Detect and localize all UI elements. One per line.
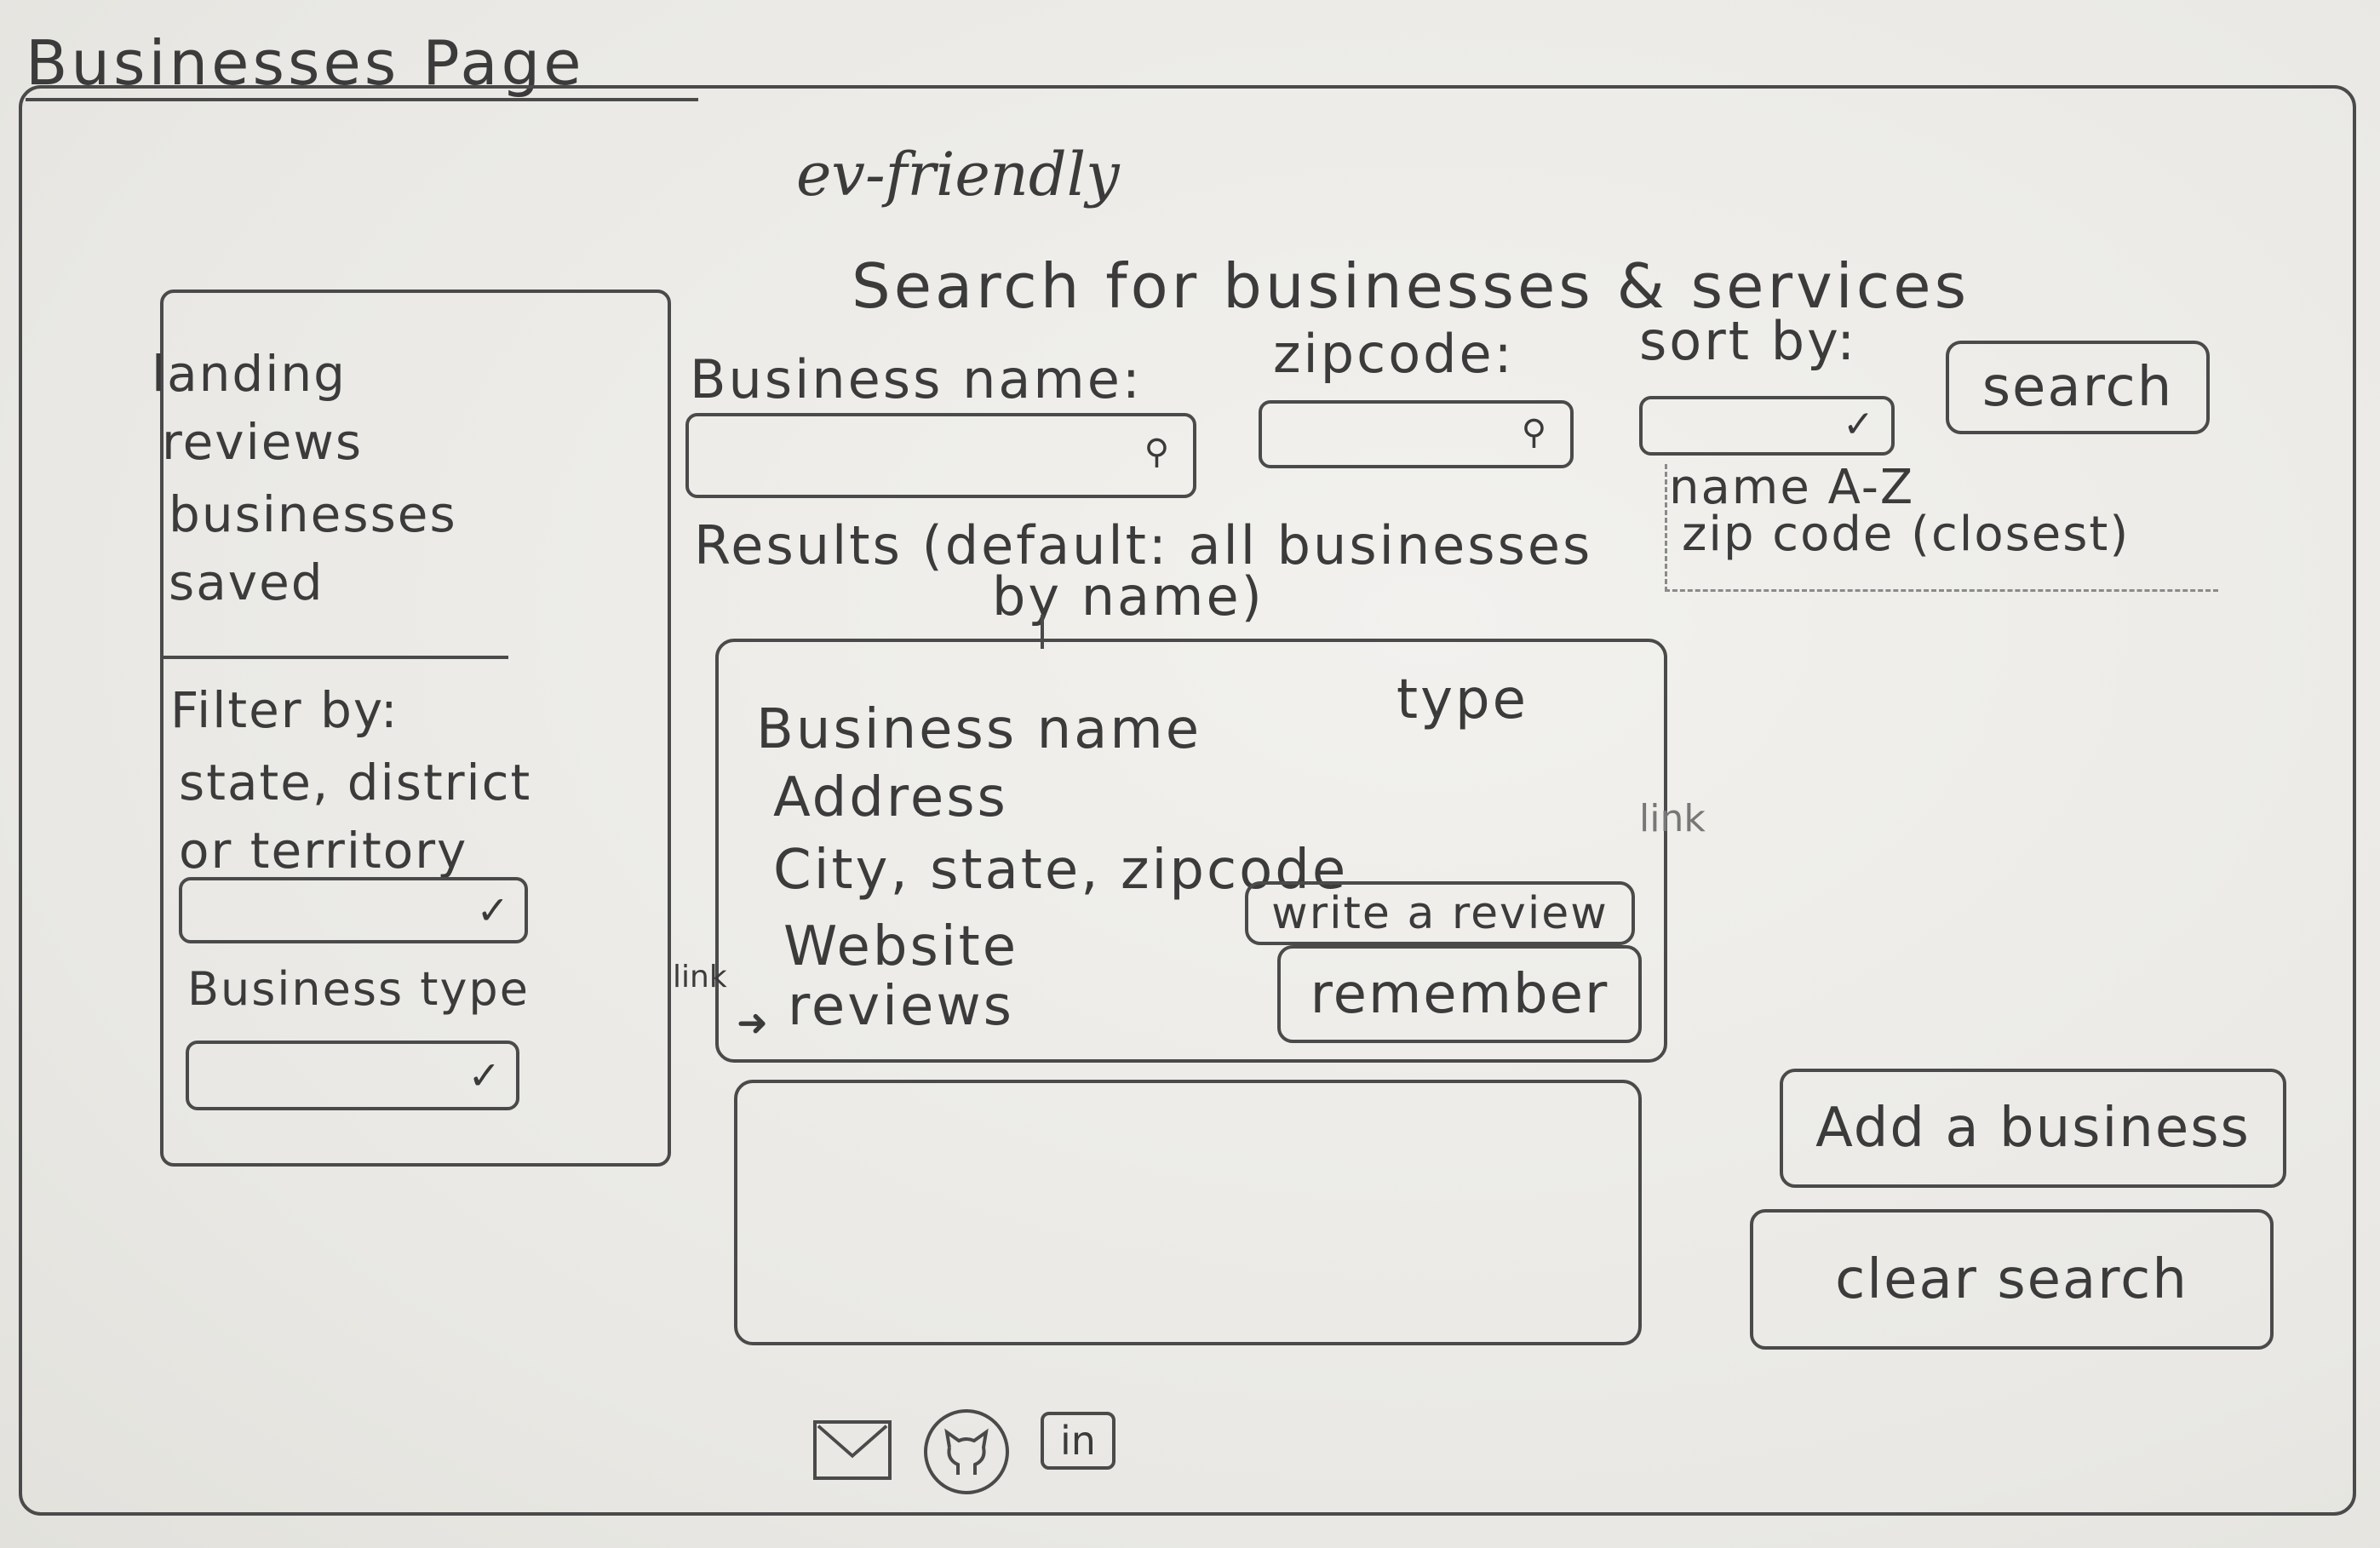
linkedin-icon[interactable]: in [1041, 1412, 1115, 1470]
chevron-down-icon: ✓ [476, 887, 509, 933]
chevron-down-icon: ✓ [467, 1052, 501, 1098]
sidebar-item-saved[interactable]: saved [169, 553, 324, 611]
write-review-button[interactable]: write a review [1245, 881, 1635, 945]
card-business-type: type [1396, 668, 1528, 731]
brand-logo[interactable]: ev-friendly [796, 140, 1120, 209]
sidebar-divider [163, 656, 508, 659]
sidebar-item-businesses[interactable]: businesses [169, 485, 457, 543]
clear-search-button[interactable]: clear search [1750, 1209, 2274, 1350]
search-icon: ⚲ [1521, 413, 1546, 452]
remember-button[interactable]: remember [1277, 945, 1642, 1043]
card-address: Address [773, 766, 1008, 829]
chevron-down-icon: ✓ [1843, 403, 1874, 446]
zipcode-label: zipcode: [1273, 323, 1515, 385]
business-name-label: Business name: [690, 348, 1143, 410]
result-card [734, 1080, 1642, 1345]
sidebar-item-reviews[interactable]: reviews [162, 413, 364, 471]
page-title: Businesses Page [26, 27, 585, 99]
sort-options-list [1665, 464, 2218, 592]
sidebar-item-landing[interactable]: landing [152, 345, 347, 403]
arrow-right-icon: ➜ [737, 1001, 768, 1045]
search-icon: ⚲ [1144, 433, 1169, 472]
business-type-select[interactable]: ✓ [186, 1041, 519, 1110]
github-icon-glyph [944, 1428, 989, 1475]
add-business-button[interactable]: Add a business [1780, 1069, 2286, 1188]
card-reviews-link[interactable]: reviews [788, 975, 1014, 1038]
zipcode-input[interactable]: ⚲ [1259, 400, 1574, 468]
sort-option-zip[interactable]: zip code (closest) [1682, 507, 2131, 562]
results-pointer [1041, 615, 1044, 649]
result-card [715, 639, 1667, 1063]
state-filter-select[interactable]: ✓ [179, 877, 528, 943]
link-annotation-left: link [673, 960, 727, 995]
filter-label: Filter by: [170, 681, 399, 739]
business-type-label: Business type [187, 962, 530, 1016]
sort-by-label: sort by: [1639, 310, 1858, 372]
sidebar [160, 290, 671, 1167]
business-name-input[interactable]: ⚲ [685, 413, 1196, 498]
browser-frame [19, 85, 2356, 1516]
filter-label-territory: or territory [179, 822, 468, 880]
linkedin-icon-text: in [1060, 1418, 1096, 1464]
sort-by-select[interactable]: ✓ [1639, 396, 1895, 456]
sort-option-name[interactable]: name A-Z [1669, 460, 1915, 515]
filter-label-state: state, district [179, 754, 532, 811]
mail-icon[interactable] [813, 1420, 892, 1480]
card-business-name: Business name [756, 698, 1202, 761]
mail-icon-glyph [817, 1425, 888, 1459]
search-button[interactable]: search [1946, 341, 2210, 434]
search-heading: Search for businesses & services [852, 250, 1970, 322]
results-label-sub: by name) [992, 565, 1265, 628]
github-icon[interactable] [924, 1409, 1009, 1494]
results-label: Results (default: all businesses [694, 514, 1593, 576]
card-website-link[interactable]: Website [783, 915, 1019, 978]
link-annotation-right: link [1639, 797, 1706, 840]
title-underline [26, 98, 698, 101]
